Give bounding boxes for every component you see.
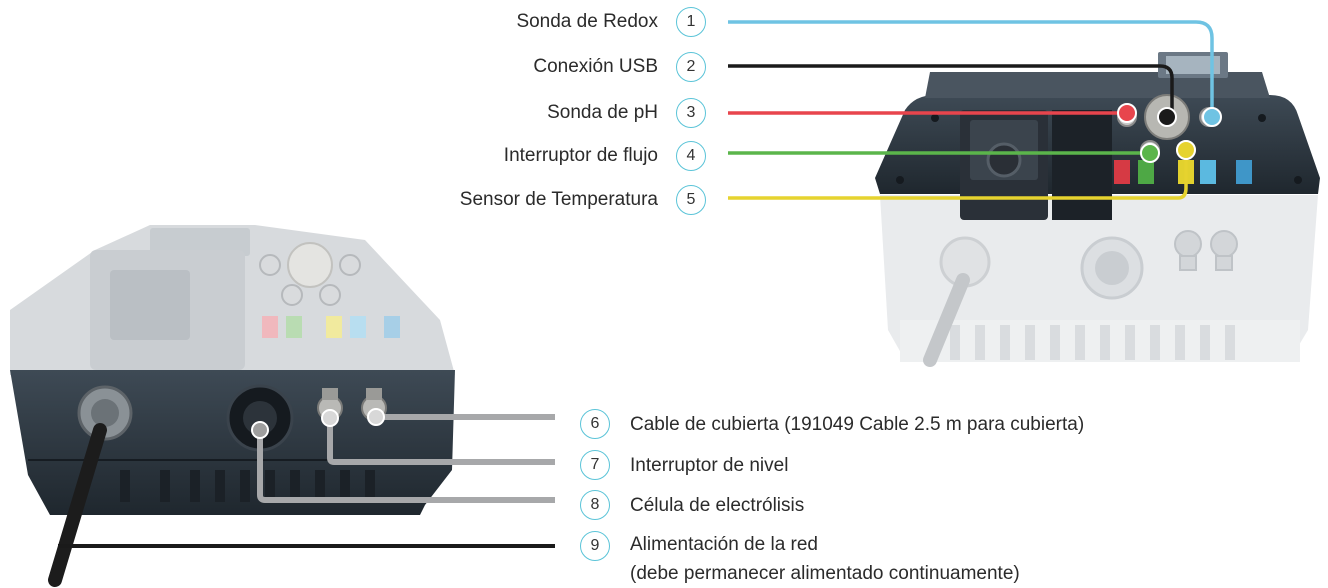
label-temperature-sensor: Sensor de Temperatura [459,189,658,210]
badge-6: 6 [580,409,610,439]
label-level-switch: Interruptor de nivel [630,455,789,476]
badge-1: 1 [676,7,706,37]
leader-lines-top [728,20,1214,200]
label-mains-power-note: (debe permanecer alimentado continuament… [630,563,1020,584]
label-usb-connection: Conexión USB [533,56,658,77]
label-mains-power: Alimentación de la red [630,534,818,555]
leader-lines-bottom [58,414,555,548]
leader-endpoints-top [1117,103,1222,163]
label-ph-probe: Sonda de pH [547,102,658,123]
label-flow-switch: Interruptor de flujo [503,145,658,166]
badge-5: 5 [676,185,706,215]
label-redox-probe: Sonda de Redox [516,11,658,32]
label-cover-cable: Cable de cubierta (191049 Cable 2.5 m pa… [630,414,1085,435]
leader-endpoints-bottom [251,408,385,439]
device-bottom-view [10,225,455,587]
badge-7: 7 [580,450,610,480]
badge-8: 8 [580,490,610,520]
badge-3: 3 [676,98,706,128]
badge-2: 2 [676,52,706,82]
badge-9: 9 [580,531,610,561]
label-electrolysis-cell: Célula de electrólisis [630,495,805,516]
device-top-view [875,52,1320,367]
badge-4: 4 [676,141,706,171]
